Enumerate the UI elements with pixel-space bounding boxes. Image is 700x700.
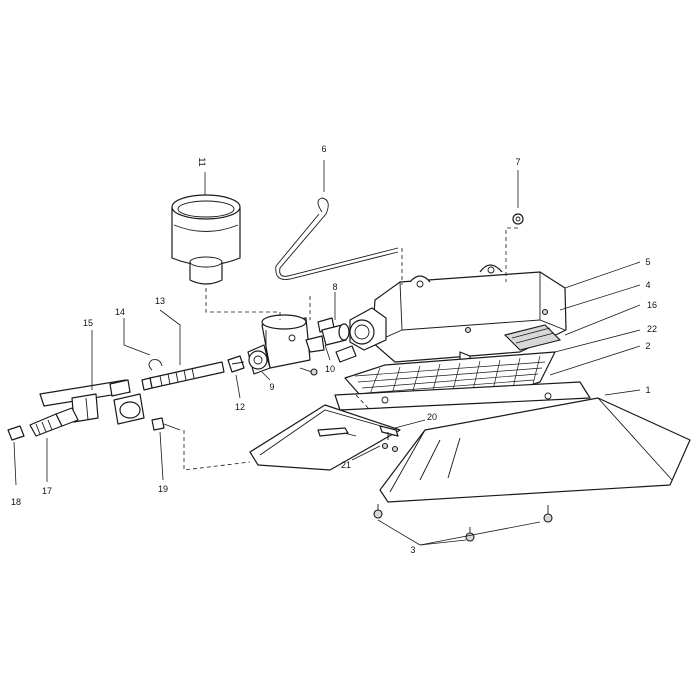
callout-3: 3 <box>410 545 415 555</box>
part-21-screws <box>317 427 399 453</box>
part-11-cup <box>171 194 241 285</box>
callout-12: 12 <box>235 402 245 412</box>
callout-6: 6 <box>321 144 326 154</box>
callout-11: 11 <box>197 157 207 166</box>
part-17-hose-connector <box>29 407 79 437</box>
callout-17: 17 <box>42 486 52 496</box>
part-6-wire-hook <box>275 197 399 280</box>
callout-18: 18 <box>11 497 21 507</box>
part-15-valve-tee <box>39 379 145 425</box>
callout-16: 16 <box>647 300 657 310</box>
leader-lines <box>13 160 641 546</box>
burner-head-assembly <box>335 264 567 365</box>
callout-15: 15 <box>83 318 93 328</box>
callout-5: 5 <box>645 257 650 267</box>
part-7-nut <box>512 213 524 225</box>
part-19-thermocouple <box>151 417 181 431</box>
part-20-clip <box>379 425 399 440</box>
callout-1: 1 <box>645 385 650 395</box>
callout-labels: 11 6 7 5 4 16 22 2 1 8 10 9 12 13 14 15 … <box>11 144 657 555</box>
part-18-cap <box>7 425 25 441</box>
callout-14: 14 <box>115 307 125 317</box>
callout-8: 8 <box>332 282 337 292</box>
assembly-guide-lines <box>183 227 518 471</box>
callout-10: 10 <box>325 364 335 374</box>
callout-4: 4 <box>645 280 650 290</box>
part-1-reflector-hood <box>249 381 691 503</box>
callout-20: 20 <box>427 412 437 422</box>
callout-21: 21 <box>341 460 351 470</box>
callout-22: 22 <box>647 324 657 334</box>
callout-13: 13 <box>155 296 165 306</box>
callout-7: 7 <box>515 157 520 167</box>
part-12-nozzle <box>227 355 245 373</box>
callout-9: 9 <box>269 382 274 392</box>
callout-2: 2 <box>645 341 650 351</box>
part-8-fitting <box>317 317 350 346</box>
callout-19: 19 <box>158 484 168 494</box>
part-9-injector-housing <box>247 314 325 375</box>
part-3-screws <box>373 504 553 542</box>
part-13-spindle <box>141 361 225 391</box>
part-10-screw <box>299 367 318 376</box>
part-14-circlip <box>148 359 163 371</box>
